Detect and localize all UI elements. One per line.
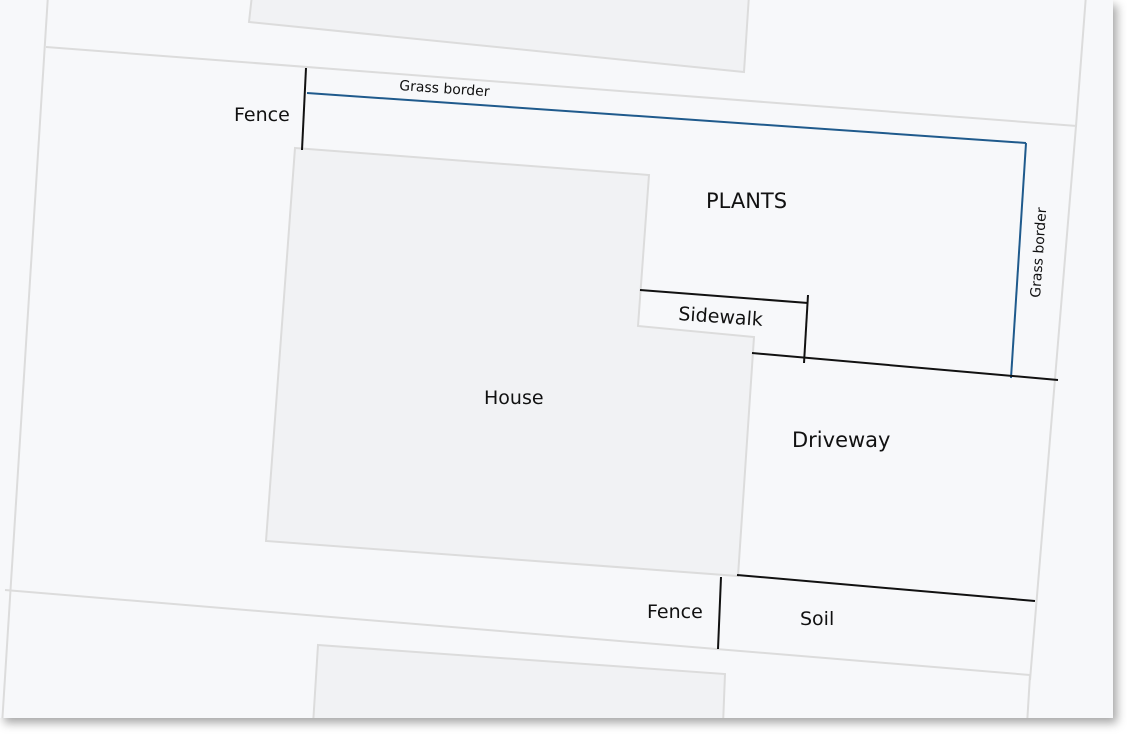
house-footprint	[264, 146, 756, 578]
sidewalk-line-top	[639, 289, 809, 304]
sidewalk-label: Sidewalk	[678, 303, 764, 331]
neighbor-building-top	[247, 0, 750, 74]
fence-line-top	[301, 67, 307, 151]
street-line-left	[1, 0, 49, 718]
sidewalk-line-right	[803, 294, 809, 364]
site-plan-map: Fence Grass border PLANTS Grass border S…	[1, 0, 1087, 718]
driveway-label: Driveway	[792, 428, 890, 452]
grass-border-label-right: Grass border	[1028, 207, 1050, 299]
soil-boundary-line	[736, 574, 1036, 602]
plants-label: PLANTS	[706, 189, 787, 213]
street-line-bottom	[4, 589, 1031, 676]
neighbor-building-bottom	[312, 643, 727, 718]
street-line-right-upper	[1075, 0, 1087, 127]
site-plan-canvas: Fence Grass border PLANTS Grass border S…	[1, 0, 1087, 718]
grass-border-label-top: Grass border	[399, 78, 491, 100]
grass-border-line-top	[306, 92, 1027, 144]
soil-label: Soil	[800, 608, 834, 630]
fence-label-bottom: Fence	[647, 601, 703, 623]
grass-border-line-right	[1010, 142, 1027, 379]
street-line-bottom-right	[1026, 674, 1031, 718]
fence-label-top: Fence	[234, 104, 290, 126]
street-line-top	[45, 46, 1078, 127]
street-line-right	[1029, 125, 1077, 681]
house-label: House	[484, 387, 544, 409]
driveway-boundary-line	[751, 352, 1059, 381]
fence-line-bottom	[717, 576, 722, 650]
